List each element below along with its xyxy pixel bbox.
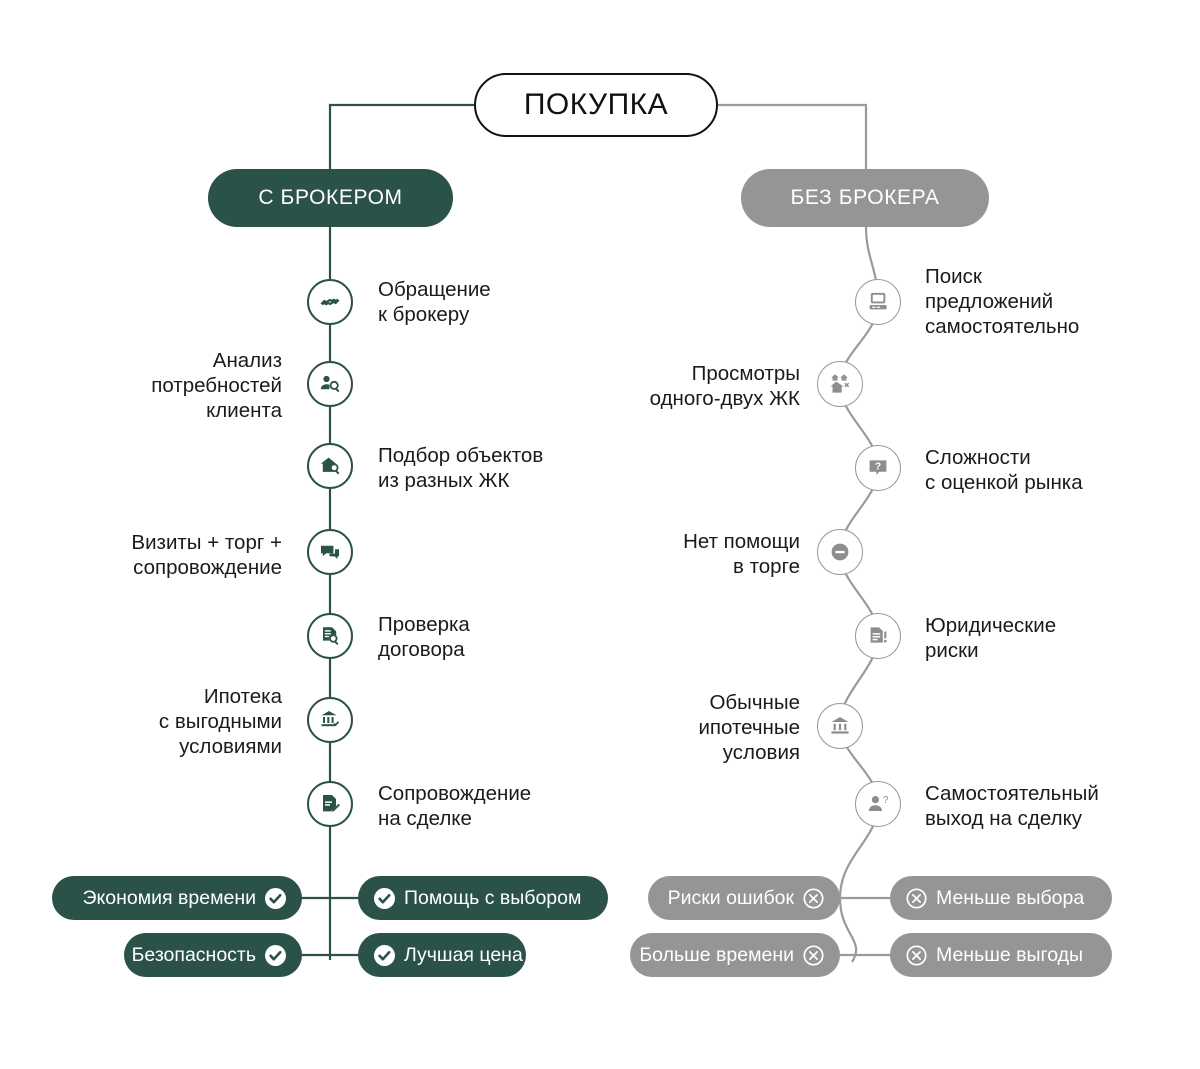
step-label-right-2: Сложности с оценкой рынка	[925, 446, 1083, 494]
step-label-left-1: Анализ потребностей клиента	[151, 349, 282, 422]
outcome-label: Экономия времени	[82, 886, 256, 909]
step-label-right-3: Нет помощи в торге	[683, 530, 800, 578]
handshake-icon	[307, 279, 353, 325]
outcome-label: Помощь с выбором	[404, 886, 582, 909]
cross-circle-icon	[906, 944, 927, 966]
branch-header-left-label: С БРОКЕРОМ	[258, 186, 403, 209]
outcome-pill-left-2[interactable]: Безопасность	[124, 933, 302, 977]
outcome-label: Больше времени	[639, 943, 794, 966]
step-label-left-2: Подбор объектов из разных ЖК	[378, 444, 544, 492]
step-label-right-1: Просмотры одного-двух ЖК	[649, 362, 800, 410]
outcome-label: Меньше выбора	[936, 886, 1085, 909]
outcome-pill-right-1[interactable]: Меньше выбора	[890, 876, 1112, 920]
chat-bubbles-icon	[307, 529, 353, 575]
step-label-left-6: Сопровождение на сделке	[378, 782, 532, 830]
question-bubble-icon: ?	[855, 445, 901, 491]
houses-cross-icon	[817, 361, 863, 407]
cross-circle-icon	[906, 887, 927, 909]
branch-header-without-broker: БЕЗ БРОКЕРА	[741, 169, 989, 227]
step-label-right-0: Поиск предложений самостоятельно	[925, 265, 1080, 338]
root-node-pokupka: ПОКУПКА	[474, 73, 718, 137]
outcome-label: Меньше выгоды	[936, 943, 1084, 966]
bank-icon	[817, 703, 863, 749]
outcome-label: Безопасность	[131, 943, 256, 966]
outcome-pill-right-2[interactable]: Больше времени	[630, 933, 840, 977]
branch-header-with-broker: С БРОКЕРОМ	[208, 169, 453, 227]
document-alert-icon	[855, 613, 901, 659]
outcome-pill-left-3[interactable]: Лучшая цена	[358, 933, 526, 977]
document-edit-icon	[307, 781, 353, 827]
check-icon	[265, 944, 286, 966]
step-label-left-0: Обращение к брокеру	[378, 278, 491, 326]
cross-circle-icon	[803, 887, 824, 909]
step-label-right-4: Юридические риски	[925, 614, 1057, 662]
outcome-pill-left-0[interactable]: Экономия времени	[52, 876, 302, 920]
check-icon	[374, 944, 395, 966]
house-search-icon	[307, 443, 353, 489]
check-icon	[265, 887, 286, 909]
document-search-icon	[307, 613, 353, 659]
person-question-icon: ?	[855, 781, 901, 827]
step-label-right-5: Обычные ипотечные условия	[698, 691, 800, 764]
step-label-left-4: Проверка договора	[378, 613, 470, 661]
check-icon	[374, 887, 395, 909]
outcome-label: Лучшая цена	[404, 943, 523, 966]
outcome-label: Риски ошибок	[667, 886, 794, 909]
outcome-pill-right-3[interactable]: Меньше выгоды	[890, 933, 1112, 977]
root-node-label: ПОКУПКА	[523, 88, 669, 121]
cross-circle-icon	[803, 944, 824, 966]
step-label-right-6: Самостоятельный выход на сделку	[925, 782, 1099, 830]
outcome-pill-left-1[interactable]: Помощь с выбором	[358, 876, 608, 920]
svg-text:?: ?	[883, 795, 889, 806]
minus-circle-icon	[817, 529, 863, 575]
bank-check-icon	[307, 697, 353, 743]
outcome-pill-right-0[interactable]: Риски ошибок	[648, 876, 840, 920]
computer-icon	[855, 279, 901, 325]
person-search-icon	[307, 361, 353, 407]
svg-text:?: ?	[875, 460, 881, 472]
branch-header-right-label: БЕЗ БРОКЕРА	[790, 186, 940, 209]
step-label-left-5: Ипотека с выгодными условиями	[158, 685, 282, 758]
step-label-left-3: Визиты + торг + сопровождение	[131, 531, 282, 579]
